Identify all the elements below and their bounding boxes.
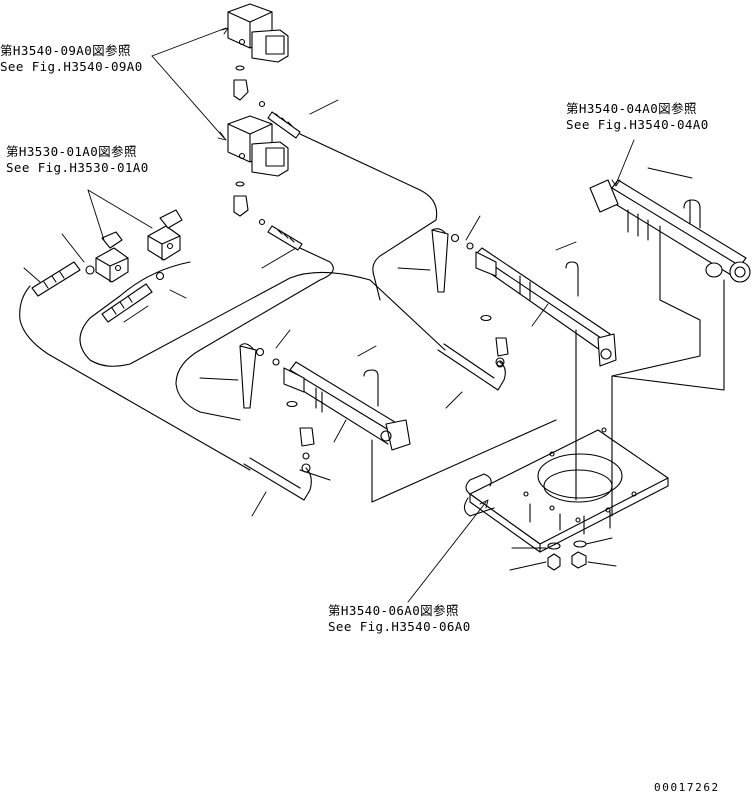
reference-en: See Fig.H3540-06A0 (328, 619, 471, 634)
fittings-middle (481, 316, 508, 368)
reference-h3540-06a0: 第H3540-06A0図参照 See Fig.H3540-06A0 (328, 603, 471, 635)
solenoid-valve-upper (228, 4, 288, 62)
elbow-hoses (244, 344, 505, 500)
reference-h3530-01a0: 第H3530-01A0図参照 See Fig.H3530-01A0 (6, 144, 149, 176)
reference-en: See Fig.H3540-04A0 (566, 117, 709, 132)
reference-en: See Fig.H3540-09A0 (0, 59, 143, 74)
reference-jp: 第H3540-09A0図参照 (0, 43, 131, 58)
fittings-lower (287, 402, 314, 460)
reference-h3540-09a0: 第H3540-09A0図参照 See Fig.H3540-09A0 (0, 43, 143, 75)
manifold-pipe-middle (432, 229, 616, 366)
hose-fittings-left (32, 262, 164, 322)
leader-lines (24, 28, 692, 602)
drawing-code: 00017262 (654, 781, 720, 794)
reference-jp: 第H3540-04A0図参照 (566, 101, 697, 116)
reference-h3540-04a0: 第H3540-04A0図参照 See Fig.H3540-04A0 (566, 101, 709, 133)
washers-and-nuts (548, 541, 586, 570)
small-valve-blocks (96, 210, 182, 282)
reference-en: See Fig.H3530-01A0 (6, 160, 149, 175)
routing-lines (372, 248, 724, 516)
manifold-pipe-lower (240, 344, 410, 450)
reference-jp: 第H3540-06A0図参照 (328, 603, 459, 618)
mounting-bracket-plate (464, 428, 668, 552)
elbow-fittings-top (234, 66, 265, 225)
hose-ends-top (268, 112, 302, 250)
manifold-pipe-right (590, 180, 750, 282)
solenoid-valve-lower (228, 116, 288, 176)
hose-lines (20, 134, 445, 480)
reference-jp: 第H3530-01A0図参照 (6, 144, 137, 159)
